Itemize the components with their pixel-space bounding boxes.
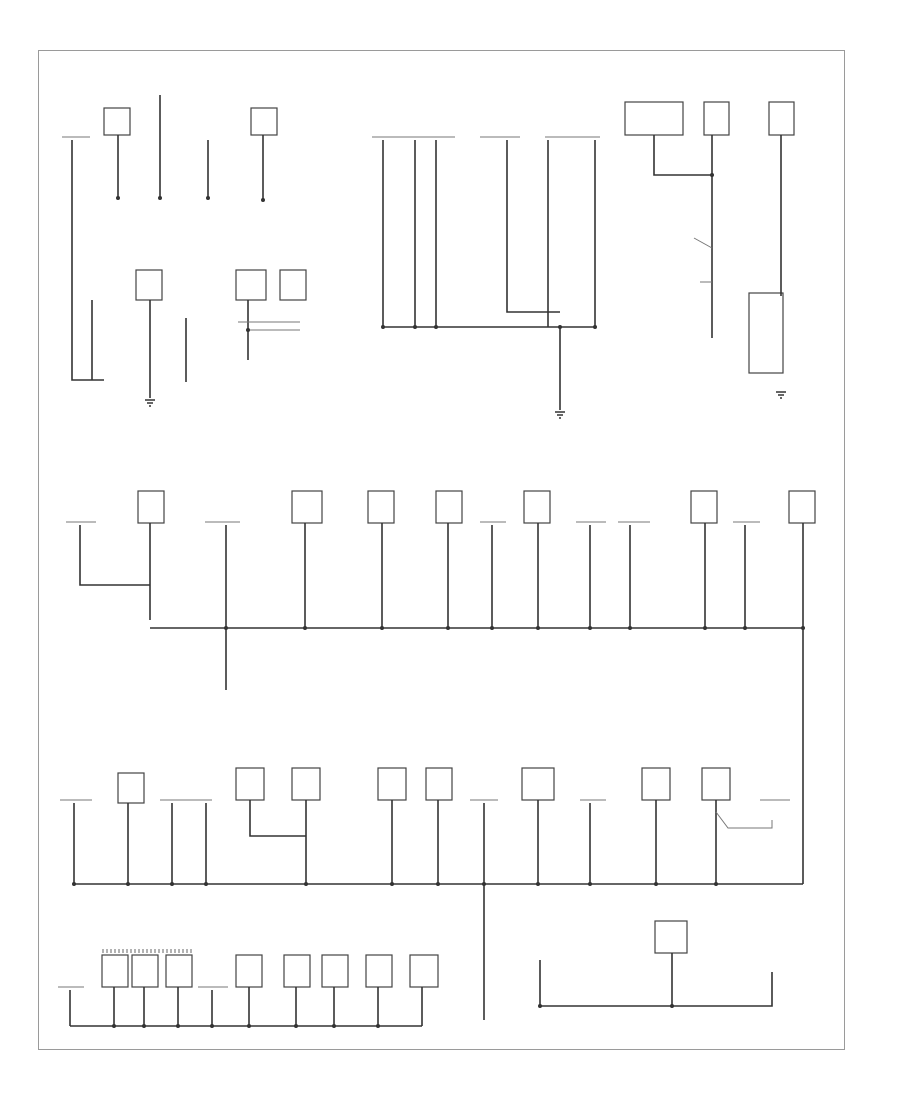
lower-section-components: [60, 767, 803, 1020]
ground-symbol: [145, 399, 155, 407]
splice-dot: [558, 325, 562, 329]
component-box: [165, 954, 193, 988]
component-box: [409, 954, 439, 988]
splice-dot: [246, 328, 250, 332]
component-box: [654, 920, 688, 954]
component-box: [291, 490, 323, 524]
component-box: [641, 767, 671, 801]
ground-symbol: [776, 391, 786, 399]
component-box: [624, 101, 684, 136]
diagram-frame: [38, 50, 845, 1050]
component-box: [425, 767, 453, 801]
component-box: [435, 490, 463, 524]
component-box: [235, 269, 267, 301]
splice-dots-row: [112, 1004, 674, 1028]
component-box: [367, 490, 395, 524]
component-box: [250, 107, 278, 136]
component-box: [523, 490, 551, 524]
component-box: [521, 767, 555, 801]
component-box: [291, 767, 321, 801]
splice-dot: [413, 325, 417, 329]
splice-dots-row: [224, 626, 805, 630]
component-box: [101, 954, 129, 988]
splice-dot: [593, 325, 597, 329]
splice-dot: [261, 198, 265, 202]
bottom-section-components: [58, 920, 773, 1028]
component-box: [703, 101, 730, 136]
splice-dot: [381, 325, 385, 329]
component-box: [365, 954, 393, 988]
component-box: [235, 767, 265, 801]
component-box: [131, 954, 159, 988]
component-box: [135, 269, 163, 301]
component-box: [137, 490, 165, 524]
component-box: [283, 954, 311, 988]
top-section-components: [62, 95, 795, 419]
splice-dot: [116, 196, 120, 200]
component-box: [690, 490, 718, 524]
middle-section-components: [66, 490, 816, 884]
component-box: [279, 269, 307, 301]
component-box: [321, 954, 349, 988]
splice-dot: [206, 196, 210, 200]
component-box: [701, 767, 731, 801]
splice-dot: [434, 325, 438, 329]
splice-dots-row: [72, 882, 718, 886]
component-box: [788, 490, 816, 524]
splice-dot: [710, 173, 714, 177]
component-box: [103, 107, 131, 136]
component-box: [768, 101, 795, 136]
ground-symbol: [555, 411, 565, 419]
component-box: [235, 954, 263, 988]
component-box: [748, 292, 784, 374]
component-box: [377, 767, 407, 801]
splice-dot: [158, 196, 162, 200]
component-box: [117, 772, 145, 804]
